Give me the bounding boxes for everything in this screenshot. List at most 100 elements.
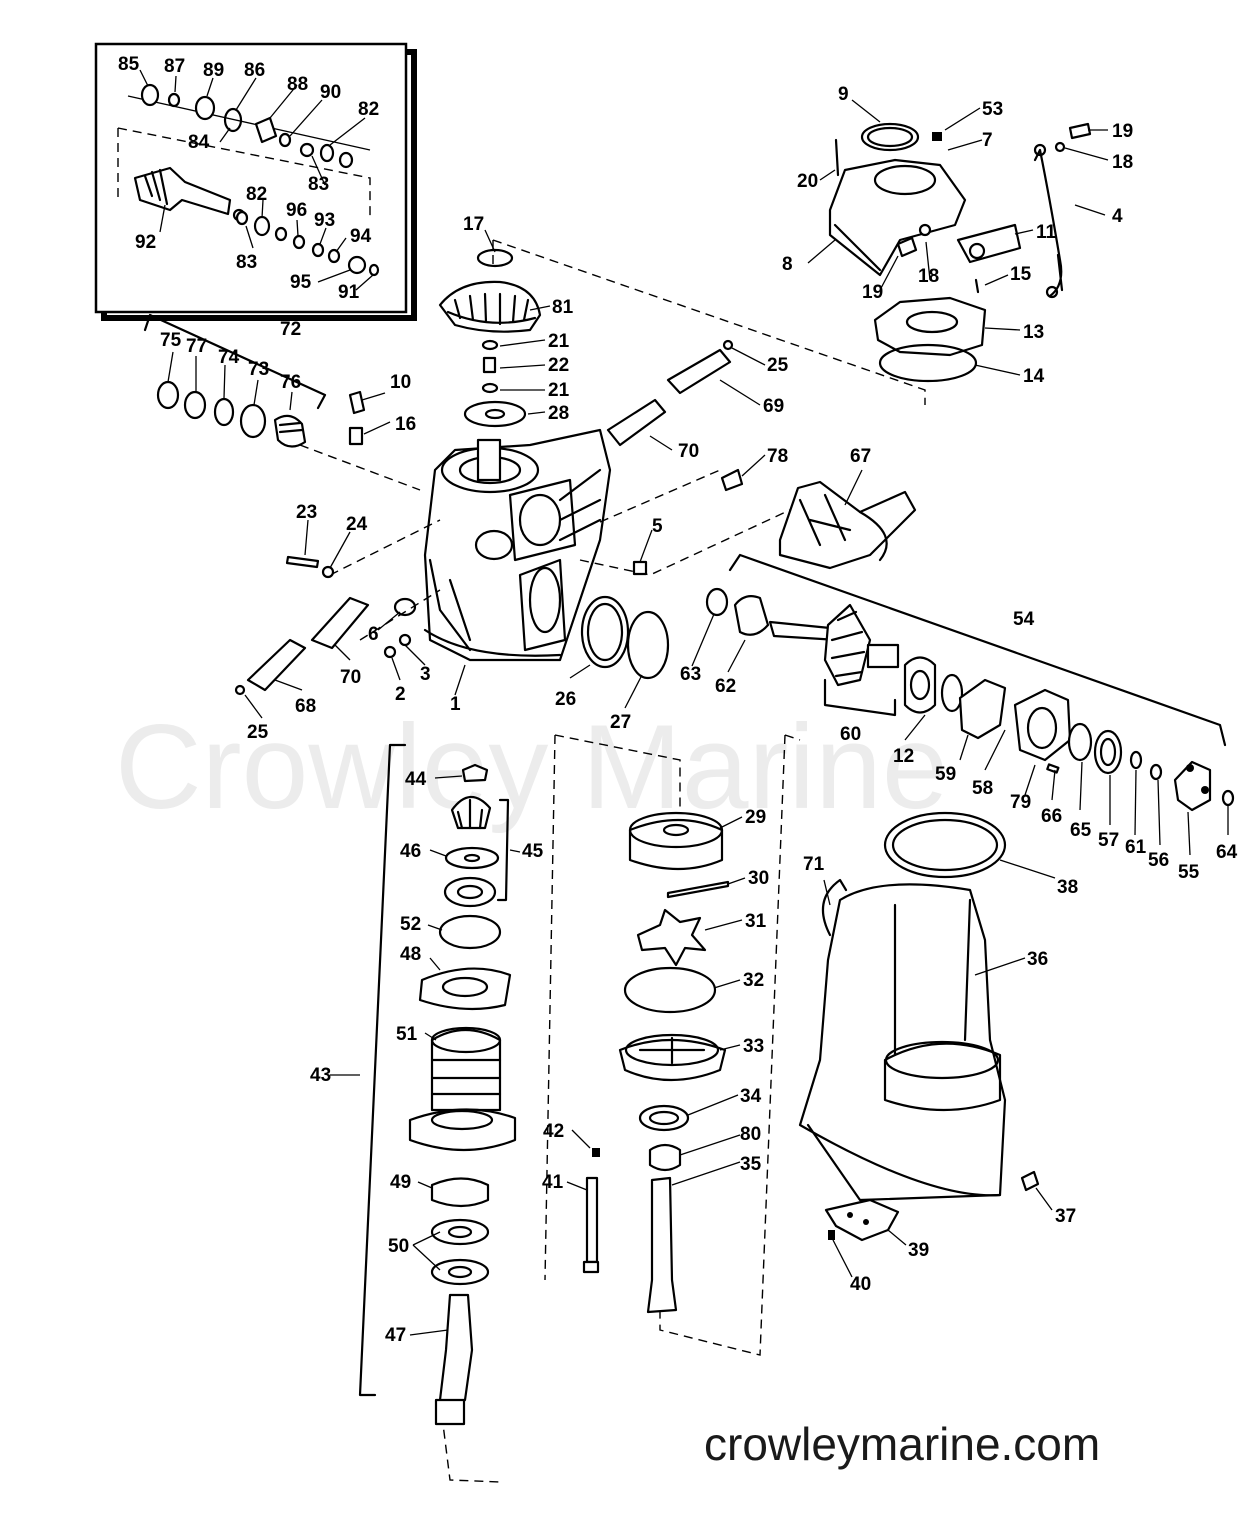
callout-9: 9 bbox=[838, 84, 849, 105]
callout-82-top: 82 bbox=[358, 99, 379, 120]
callout-27: 27 bbox=[610, 712, 631, 733]
callout-labels: 1 2 3 4 5 6 7 8 9 10 11 12 13 14 15 16 1… bbox=[118, 54, 1238, 1346]
callout-49: 49 bbox=[390, 1172, 411, 1193]
callout-37: 37 bbox=[1055, 1206, 1076, 1227]
callout-74: 74 bbox=[218, 347, 240, 368]
callout-10: 10 bbox=[390, 372, 411, 393]
callout-16: 16 bbox=[395, 414, 416, 435]
leader-lines bbox=[139, 69, 1229, 1336]
callout-36: 36 bbox=[1027, 949, 1048, 970]
shift-rod-parts bbox=[143, 313, 366, 448]
callout-25-top: 25 bbox=[767, 355, 789, 376]
callout-75: 75 bbox=[160, 330, 182, 351]
callout-72: 72 bbox=[280, 319, 301, 340]
callout-88: 88 bbox=[287, 74, 308, 95]
callout-30: 30 bbox=[748, 868, 769, 889]
callout-96: 96 bbox=[286, 200, 307, 221]
callout-54: 54 bbox=[1013, 609, 1035, 630]
callout-3: 3 bbox=[420, 664, 431, 685]
callout-95: 95 bbox=[290, 272, 312, 293]
callout-65: 65 bbox=[1070, 820, 1092, 841]
callout-18-mid: 18 bbox=[918, 266, 939, 287]
callout-66: 66 bbox=[1041, 806, 1062, 827]
water-pump-assembly bbox=[582, 811, 730, 1314]
steering-bracket bbox=[778, 480, 917, 570]
callout-80: 80 bbox=[740, 1124, 761, 1145]
callout-39: 39 bbox=[908, 1240, 929, 1261]
callout-70-left: 70 bbox=[340, 667, 361, 688]
callout-13: 13 bbox=[1023, 322, 1044, 343]
assembly-guide-lines bbox=[299, 239, 926, 1483]
callout-21-b: 21 bbox=[548, 380, 570, 401]
callout-83-mid: 83 bbox=[236, 252, 257, 273]
callout-84: 84 bbox=[188, 132, 210, 153]
callout-6: 6 bbox=[368, 624, 379, 645]
callout-93: 93 bbox=[314, 210, 335, 231]
callout-73: 73 bbox=[248, 359, 269, 380]
callout-67: 67 bbox=[850, 446, 871, 467]
side-plate-parts bbox=[234, 555, 417, 696]
callout-43: 43 bbox=[310, 1065, 331, 1086]
callout-1: 1 bbox=[450, 694, 461, 715]
callout-57: 57 bbox=[1098, 830, 1119, 851]
callout-94: 94 bbox=[350, 226, 372, 247]
callout-60: 60 bbox=[840, 724, 861, 745]
callout-2: 2 bbox=[395, 684, 406, 705]
callout-87: 87 bbox=[164, 56, 185, 77]
callout-69: 69 bbox=[763, 396, 784, 417]
callout-52: 52 bbox=[400, 914, 421, 935]
callout-23: 23 bbox=[296, 502, 317, 523]
callout-33: 33 bbox=[743, 1036, 764, 1057]
watermark: Crowley Marine bbox=[115, 700, 949, 834]
callout-83-top: 83 bbox=[308, 174, 329, 195]
callout-26: 26 bbox=[555, 689, 576, 710]
website-footer: crowleymarine.com bbox=[704, 1418, 1100, 1470]
callout-24: 24 bbox=[346, 514, 368, 535]
callout-40: 40 bbox=[850, 1274, 871, 1295]
callout-18-top: 18 bbox=[1112, 152, 1133, 173]
callout-14: 14 bbox=[1023, 366, 1045, 387]
callout-56: 56 bbox=[1148, 850, 1169, 871]
callout-81: 81 bbox=[552, 297, 574, 318]
callout-12: 12 bbox=[893, 746, 914, 767]
callout-25-left: 25 bbox=[247, 722, 269, 743]
callout-50: 50 bbox=[388, 1236, 409, 1257]
callout-19-mid: 19 bbox=[862, 282, 883, 303]
callout-86: 86 bbox=[244, 60, 265, 81]
callout-90: 90 bbox=[320, 82, 341, 103]
callout-79: 79 bbox=[1010, 792, 1031, 813]
callout-5: 5 bbox=[652, 516, 663, 537]
callout-38: 38 bbox=[1057, 877, 1078, 898]
propeller-shaft-assembly bbox=[705, 553, 1235, 812]
callout-46: 46 bbox=[400, 841, 421, 862]
callout-22: 22 bbox=[548, 355, 569, 376]
inset-shift-assembly bbox=[94, 42, 417, 321]
callout-29: 29 bbox=[745, 807, 766, 828]
callout-44: 44 bbox=[405, 769, 427, 790]
bevel-gear-group bbox=[438, 248, 744, 576]
callout-4: 4 bbox=[1112, 206, 1123, 227]
callout-53: 53 bbox=[982, 99, 1003, 120]
callout-32: 32 bbox=[743, 970, 764, 991]
callout-59: 59 bbox=[935, 764, 956, 785]
callout-77: 77 bbox=[186, 336, 207, 357]
callout-68: 68 bbox=[295, 696, 316, 717]
callout-70-mid: 70 bbox=[678, 441, 699, 462]
gearcase-housing bbox=[423, 428, 612, 662]
exhaust-cover-group bbox=[828, 122, 1092, 383]
callout-45: 45 bbox=[522, 841, 544, 862]
callout-31: 31 bbox=[745, 911, 767, 932]
callout-62: 62 bbox=[715, 676, 736, 697]
callout-78: 78 bbox=[767, 446, 788, 467]
callout-11: 11 bbox=[1036, 222, 1057, 243]
callout-58: 58 bbox=[972, 778, 993, 799]
callout-71: 71 bbox=[803, 854, 825, 875]
callout-82-mid: 82 bbox=[246, 184, 267, 205]
callout-76: 76 bbox=[280, 372, 301, 393]
callout-8: 8 bbox=[782, 254, 793, 275]
callout-41: 41 bbox=[542, 1172, 564, 1193]
callout-42: 42 bbox=[543, 1121, 564, 1142]
callout-64: 64 bbox=[1216, 842, 1238, 863]
callout-61: 61 bbox=[1125, 837, 1147, 858]
